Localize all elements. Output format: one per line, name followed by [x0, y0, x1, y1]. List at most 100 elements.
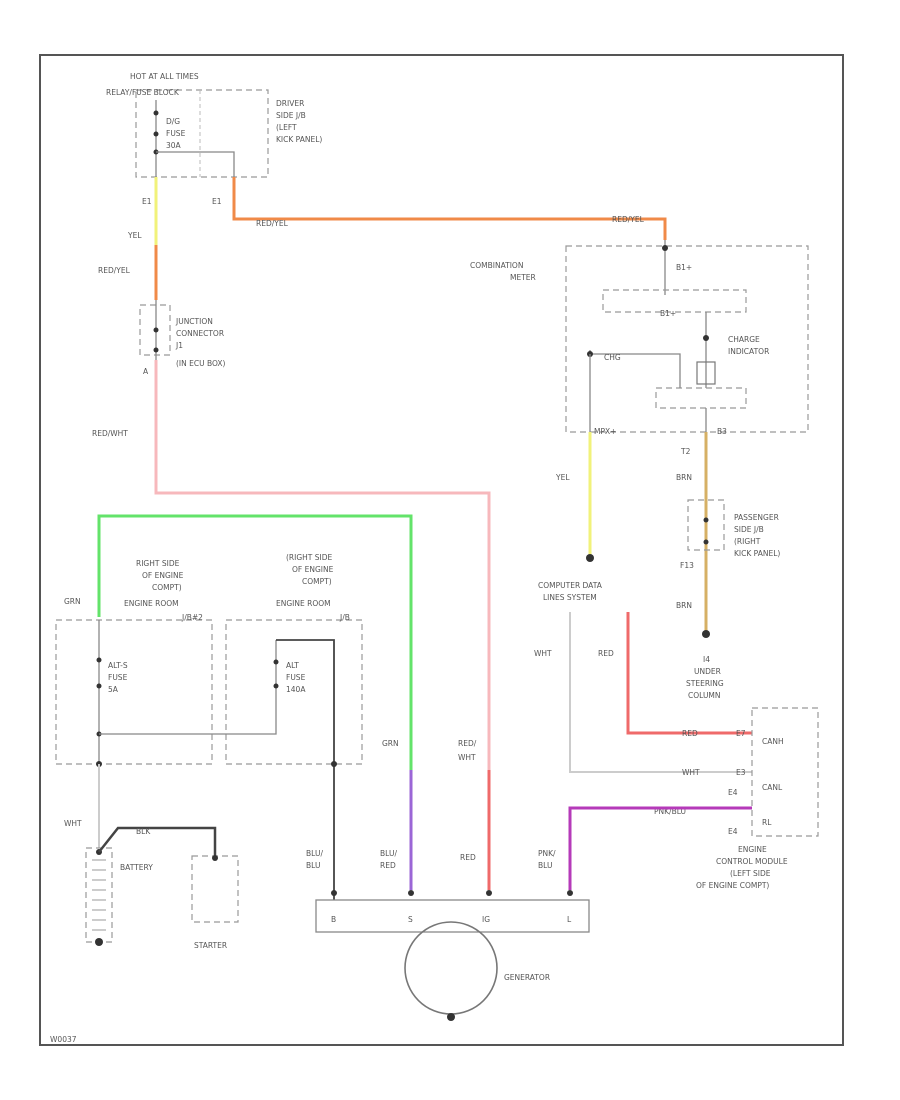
terminal-node — [567, 890, 573, 896]
junction-label: JUNCTION — [175, 317, 213, 326]
fuse-node — [153, 110, 159, 116]
fuse-node — [153, 131, 159, 137]
junction-label: J1 — [175, 341, 183, 350]
alts-fuse-label: FUSE — [108, 673, 128, 682]
ecm-label: (LEFT SIDE — [730, 869, 771, 878]
pin-label: E1 — [212, 197, 222, 206]
terminal-node — [486, 890, 492, 896]
meter-inner-box — [602, 289, 747, 313]
wire-label: RED — [598, 649, 614, 658]
battery-cells — [92, 859, 106, 931]
relay-header-label: RELAY/FUSE BLOCK — [106, 88, 180, 97]
internal-jumper — [156, 151, 235, 177]
diagram-code: W0037 — [50, 1035, 77, 1044]
wire-label: YEL — [555, 473, 570, 482]
terminal-label: B — [331, 915, 336, 924]
battery-box — [85, 847, 113, 943]
junction-label: (IN ECU BOX) — [176, 359, 226, 368]
wire-label: WHT — [682, 768, 700, 777]
wire-label: RED/YEL — [256, 219, 289, 228]
starter-label: STARTER — [194, 941, 227, 950]
ecm-pin-label: CANL — [762, 783, 783, 792]
starter-box — [191, 855, 239, 923]
battery-label: BATTERY — [120, 863, 153, 872]
ground-label: STEERING — [686, 679, 724, 688]
grn-wire — [97, 514, 413, 770]
dome-fuse-label: D/G — [166, 117, 180, 126]
generator-label: GENERATOR — [504, 973, 550, 982]
terminal-label: L — [567, 915, 572, 924]
fuse-box1-label: RIGHT SIDE — [136, 559, 180, 568]
pin-label: CHG — [604, 353, 621, 362]
b-terminal-wire — [276, 639, 335, 900]
ecm-pin-label: CANH — [762, 737, 784, 746]
pass-jb-label: SIDE J/B — [734, 525, 764, 534]
engine-room-jb2-box — [55, 619, 213, 765]
wire-label: GRN — [382, 739, 399, 748]
blk-starter-wire — [98, 826, 217, 856]
driver-jb-box — [135, 89, 269, 178]
charge-indicator-label: CHARGE — [728, 335, 760, 344]
pin-label: B1+ — [660, 309, 676, 318]
computer-data-label: LINES SYSTEM — [543, 593, 597, 602]
wire-label: BLK — [136, 827, 151, 836]
fuse-box2-label: (RIGHT SIDE — [286, 553, 333, 562]
computer-data-label: COMPUTER DATA — [538, 581, 603, 590]
ecm-pin-label: RL — [762, 818, 772, 827]
fuse-node — [273, 659, 279, 665]
battery-ground — [95, 938, 103, 946]
passenger-jb-box — [687, 499, 725, 551]
charge-indicator-label: INDICATOR — [728, 347, 769, 356]
fuse-box2-label: OF ENGINE — [292, 565, 334, 574]
fuse-box1-label: OF ENGINE — [142, 571, 184, 580]
fuse-box2-label: COMPT) — [302, 577, 332, 586]
junction-label: CONNECTOR — [176, 329, 224, 338]
pass-jb-node — [703, 517, 709, 523]
wire-label: BLU/ — [380, 849, 397, 858]
junction-connector-box — [139, 304, 171, 356]
comb-meter-label: METER — [510, 273, 536, 282]
pin-label: E4 — [728, 827, 738, 836]
red-wht-wire — [154, 360, 491, 770]
wire-label: RED — [380, 861, 396, 870]
yel-wire-end — [586, 554, 594, 562]
wire-label: WHT — [64, 819, 82, 828]
fuse-box1-label: ENGINE ROOM — [124, 599, 179, 608]
pin-label: E1 — [142, 197, 152, 206]
pin-label: E3 — [736, 768, 746, 777]
pass-jb-label: (RIGHT — [734, 537, 761, 546]
hot-at-all-times-label: HOT AT ALL TIMES — [130, 72, 199, 81]
wire-label: PNK/BLU — [654, 807, 686, 816]
comb-meter-label: COMBINATION — [470, 261, 523, 270]
generator-ground — [447, 1013, 455, 1021]
alt-fuse-label: ALT — [286, 661, 299, 670]
alts-fuse-label: ALT-S — [108, 661, 128, 670]
alts-fuse-label: 5A — [108, 685, 119, 694]
wire-label: BRN — [676, 601, 692, 610]
wire-label: RED/YEL — [98, 266, 131, 275]
wire-label: BRN — [676, 473, 692, 482]
wire-label: PNK/ — [538, 849, 556, 858]
pin-label: F13 — [680, 561, 694, 570]
wire-label: BLU — [538, 861, 552, 870]
diagram-frame — [39, 54, 844, 1046]
fuse-node — [96, 657, 102, 663]
generator-symbol — [404, 921, 498, 1015]
alt-fuse-label: FUSE — [286, 673, 306, 682]
combination-meter-box — [565, 245, 809, 433]
pin-label: A — [143, 367, 149, 376]
alt-fuse-label: 140A — [286, 685, 306, 694]
pass-jb-node — [703, 539, 709, 545]
terminal-node — [331, 890, 337, 896]
fuse-box2-label: J/B — [339, 613, 350, 622]
ground-point — [702, 630, 710, 638]
dome-fuse-label: 30A — [166, 141, 182, 150]
driver-jb-label: (LEFT — [276, 123, 297, 132]
ground-label: UNDER — [694, 667, 721, 676]
wire-label: BLU — [306, 861, 320, 870]
meter-node — [703, 335, 709, 341]
fuse-box1-label: COMPT) — [152, 583, 182, 592]
ecm-box — [751, 707, 819, 837]
meter-node — [662, 245, 668, 251]
